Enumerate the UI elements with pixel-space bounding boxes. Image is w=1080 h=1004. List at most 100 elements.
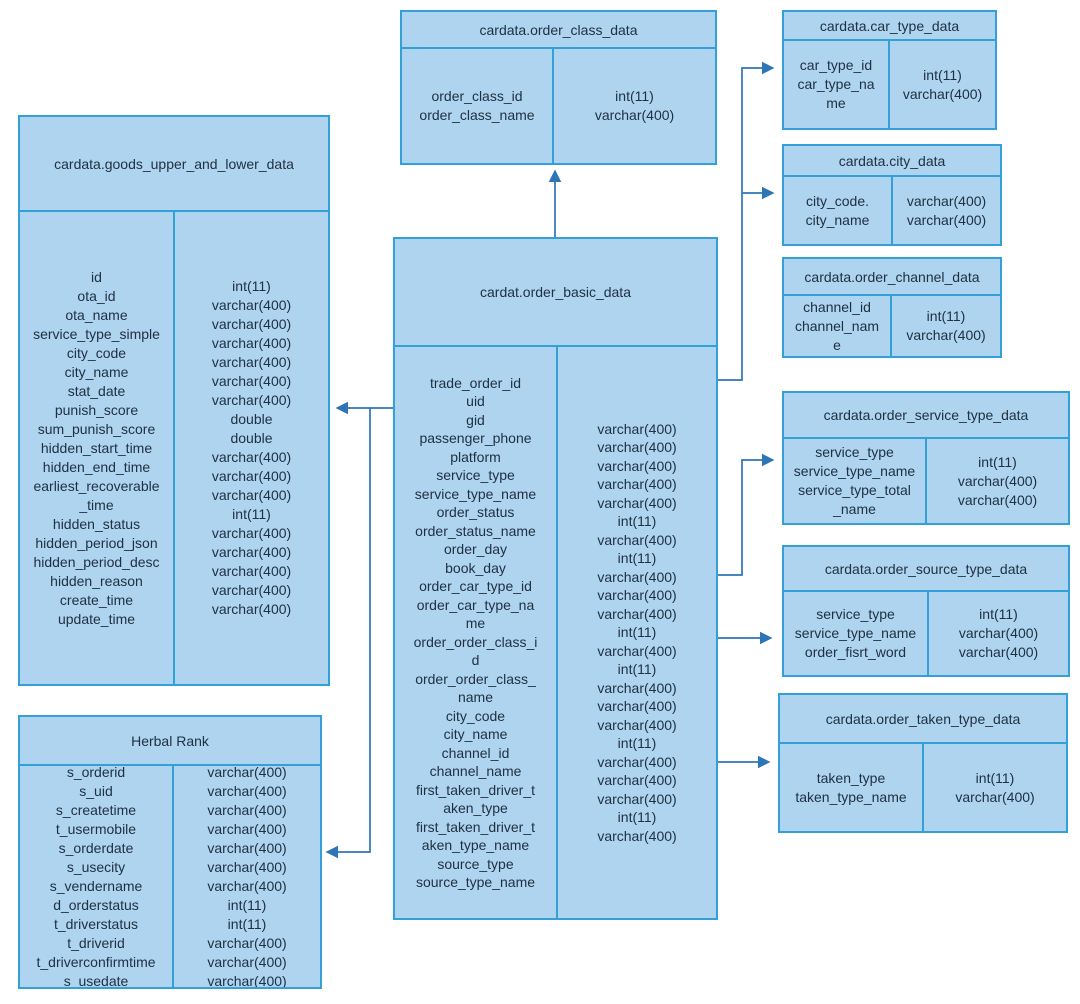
field-name: hidden_period_desc <box>33 553 160 570</box>
field-name: sum_punish_score <box>37 420 156 437</box>
field-name: update_time <box>57 610 136 627</box>
field-name: id <box>91 268 102 285</box>
field-type-column: int(11)varchar(400)varchar(400) <box>927 439 1068 523</box>
field-type: varchar(400) <box>597 531 677 548</box>
field-name: ota_id <box>77 287 116 304</box>
field-type: varchar(400) <box>597 679 677 696</box>
field-name: city_code. <box>805 192 870 209</box>
table-title: cardata.order_channel_data <box>784 259 1000 296</box>
field-name: city_code <box>445 707 506 724</box>
field-name: service_type_simple <box>33 325 160 342</box>
field-type: varchar(400) <box>211 449 292 465</box>
table-cardata-order-service-type-data[interactable]: cardata.order_service_type_data service_… <box>782 391 1070 525</box>
field-type: int(11) <box>617 809 657 826</box>
field-type: varchar(400) <box>955 788 1035 805</box>
field-name: t_driverconfirmtime <box>36 953 156 970</box>
table-title: cardata.order_class_data <box>402 12 715 49</box>
field-name: s_uid <box>79 782 113 799</box>
field-type: int(11) <box>617 513 657 530</box>
table-title: cardat.order_basic_data <box>395 239 716 347</box>
field-name: order_class_id <box>431 88 523 104</box>
field-name: s_usedate <box>63 972 129 988</box>
field-name-column: order_class_id order_class_name <box>402 49 554 163</box>
field-type: varchar(400) <box>597 827 677 844</box>
field-type: varchar(400) <box>207 820 287 837</box>
field-type: int(11) <box>617 550 657 567</box>
field-type: varchar(400) <box>207 766 287 780</box>
field-type: varchar(400) <box>211 392 292 408</box>
field-name: city_name <box>443 726 508 742</box>
field-name: passenger_phone <box>419 430 532 446</box>
field-name: order_class_name <box>419 107 535 123</box>
field-type: double <box>230 430 273 446</box>
field-type-column: int(11) varchar(400) <box>892 296 1000 356</box>
field-type-column: int(11) varchar(400) <box>890 41 995 128</box>
field-type: varchar(400) <box>906 327 986 343</box>
field-type: varchar(400) <box>597 790 677 807</box>
field-name: s_vendername <box>49 877 143 894</box>
field-type: int(11) <box>926 308 966 324</box>
field-type: varchar(400) <box>207 934 287 951</box>
field-name: hidden_period_json <box>35 534 158 551</box>
table-cardata-order-taken-type-data[interactable]: cardata.order_taken_type_data taken_type… <box>778 693 1068 833</box>
table-title: cardata.order_service_type_data <box>784 393 1068 439</box>
field-name: hidden_end_time <box>42 458 151 475</box>
connector-basic-to-herbal-rank <box>325 408 371 859</box>
field-name: order_fisrt_word <box>804 644 907 660</box>
field-type: varchar(400) <box>902 85 983 102</box>
field-name: service_type <box>816 606 895 622</box>
field-type: varchar(400) <box>211 487 292 503</box>
table-title: cardata.order_source_type_data <box>784 547 1068 592</box>
field-type-column: int(11)varchar(400) <box>554 49 715 163</box>
field-type: int(11) <box>617 735 657 752</box>
field-type: varchar(400) <box>594 107 675 123</box>
field-name: service_type_name <box>793 463 916 479</box>
connector-basic-to-car-type <box>718 61 775 381</box>
field-name: earliest_recoverable _time <box>33 477 160 513</box>
field-type: varchar(400) <box>211 297 292 313</box>
field-type: varchar(400) <box>207 972 287 988</box>
field-name: service_type <box>815 444 894 460</box>
field-type: int(11) <box>227 915 267 932</box>
field-name: s_createtime <box>55 801 137 818</box>
field-name: car_type_id <box>799 57 873 73</box>
field-type: varchar(400) <box>597 439 677 456</box>
field-type: varchar(400) <box>597 476 677 493</box>
field-name: car_type_na me <box>797 76 875 111</box>
field-type: int(11) <box>617 661 657 678</box>
field-name: gid <box>466 411 485 428</box>
field-type: varchar(400) <box>957 491 1038 508</box>
field-type: varchar(400) <box>597 772 677 789</box>
field-name: trade_order_id <box>429 374 522 391</box>
field-name: hidden_reason <box>50 572 143 589</box>
field-name: uid <box>466 393 485 409</box>
field-type: varchar(400) <box>211 468 292 484</box>
field-name: hidden_status <box>52 515 141 532</box>
field-name: order_order_class_ name <box>415 670 536 706</box>
table-cardata-city-data[interactable]: cardata.city_data city_code.city_name va… <box>782 144 1002 246</box>
field-name: punish_score <box>54 401 139 418</box>
field-name: channel_nam e <box>794 317 880 353</box>
field-type-column: int(11) varchar(400) <box>924 744 1066 831</box>
field-type: int(11) <box>975 769 1015 786</box>
field-name: service_type <box>436 467 515 483</box>
field-type: varchar(400) <box>957 472 1038 489</box>
field-name: hidden_start_time <box>40 439 153 456</box>
field-type: varchar(400) <box>211 525 292 541</box>
field-name: s_orderdate <box>58 839 134 856</box>
field-name: stat_date <box>67 382 126 399</box>
table-cardata-order-source-type-data[interactable]: cardata.order_source_type_data service_t… <box>782 545 1070 677</box>
field-type: int(11) <box>923 66 962 83</box>
field-type: varchar(400) <box>211 373 292 389</box>
field-type: varchar(400) <box>597 753 677 770</box>
